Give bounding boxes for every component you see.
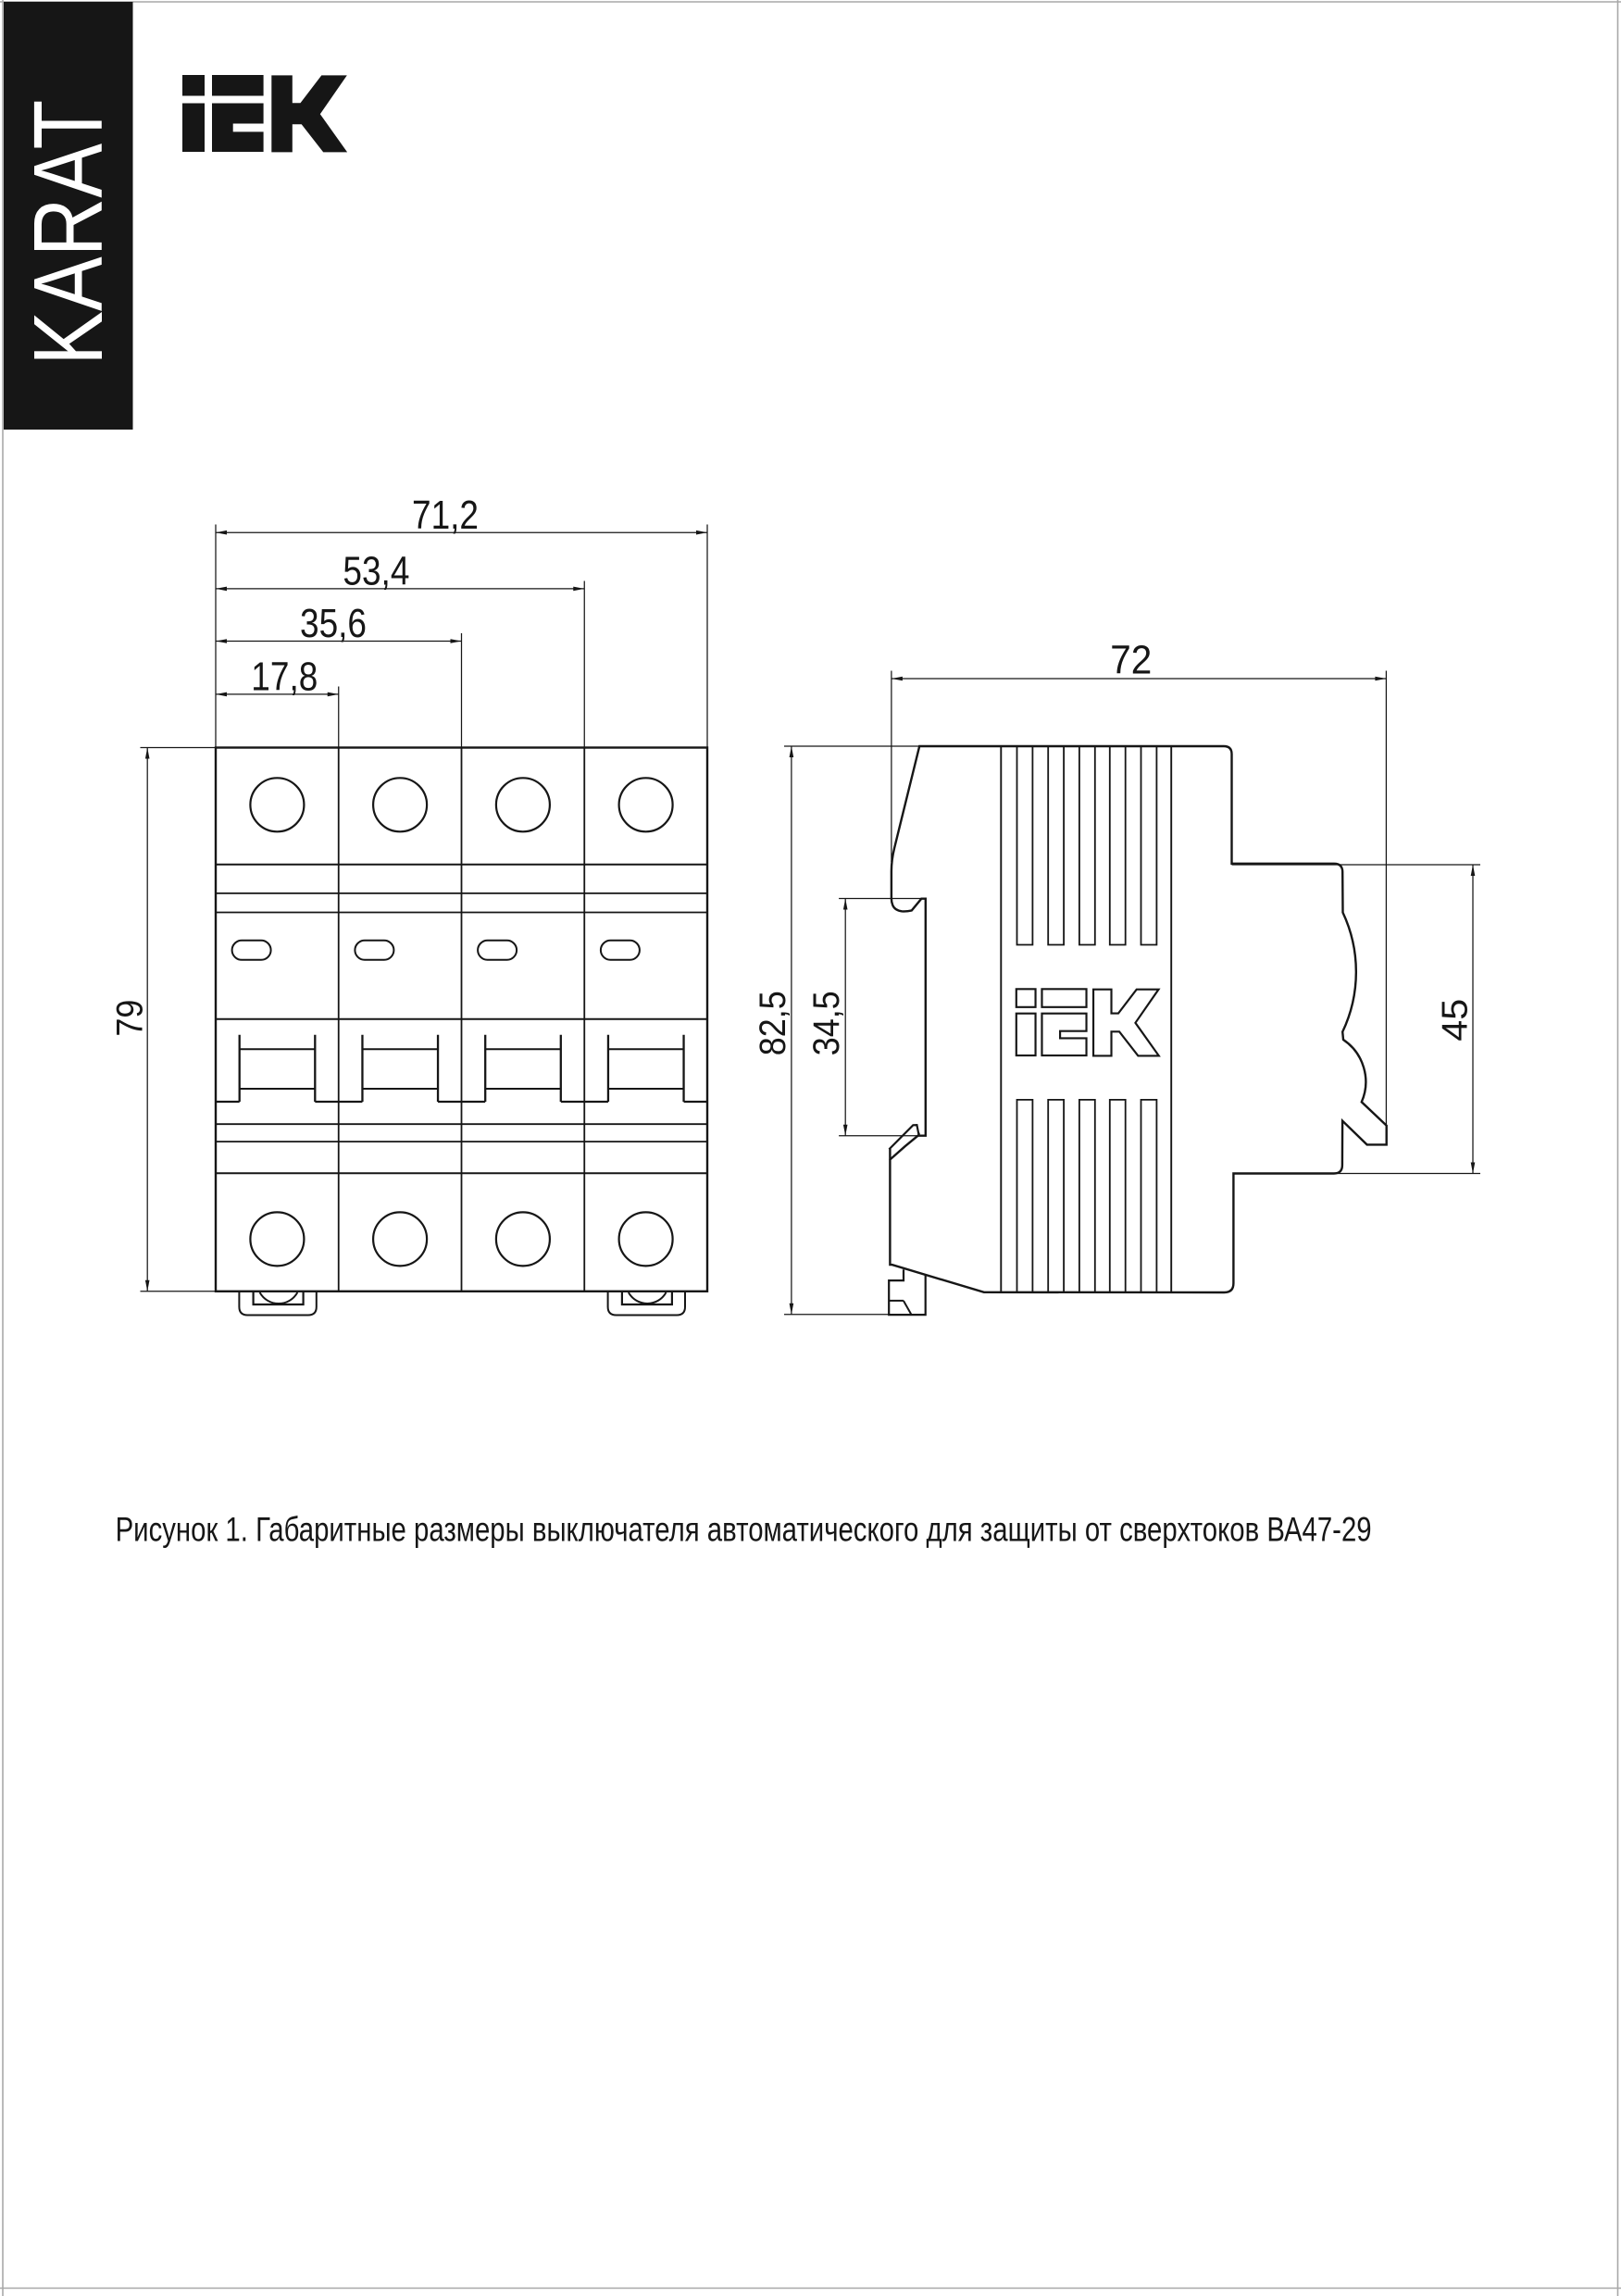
- svg-text:79: 79: [109, 1000, 150, 1037]
- svg-text:71,2: 71,2: [412, 493, 479, 538]
- svg-text:KARAT: KARAT: [14, 100, 123, 366]
- svg-text:34,5: 34,5: [806, 991, 847, 1055]
- svg-text:53,4: 53,4: [343, 549, 409, 594]
- svg-text:35,6: 35,6: [300, 601, 367, 646]
- svg-text:Рисунок 1. Габаритные размеры: Рисунок 1. Габаритные размеры выключател…: [116, 1510, 1372, 1549]
- svg-text:45: 45: [1436, 999, 1476, 1042]
- svg-text:82,5: 82,5: [753, 991, 793, 1055]
- svg-text:72: 72: [1110, 638, 1152, 682]
- svg-text:17,8: 17,8: [251, 655, 318, 700]
